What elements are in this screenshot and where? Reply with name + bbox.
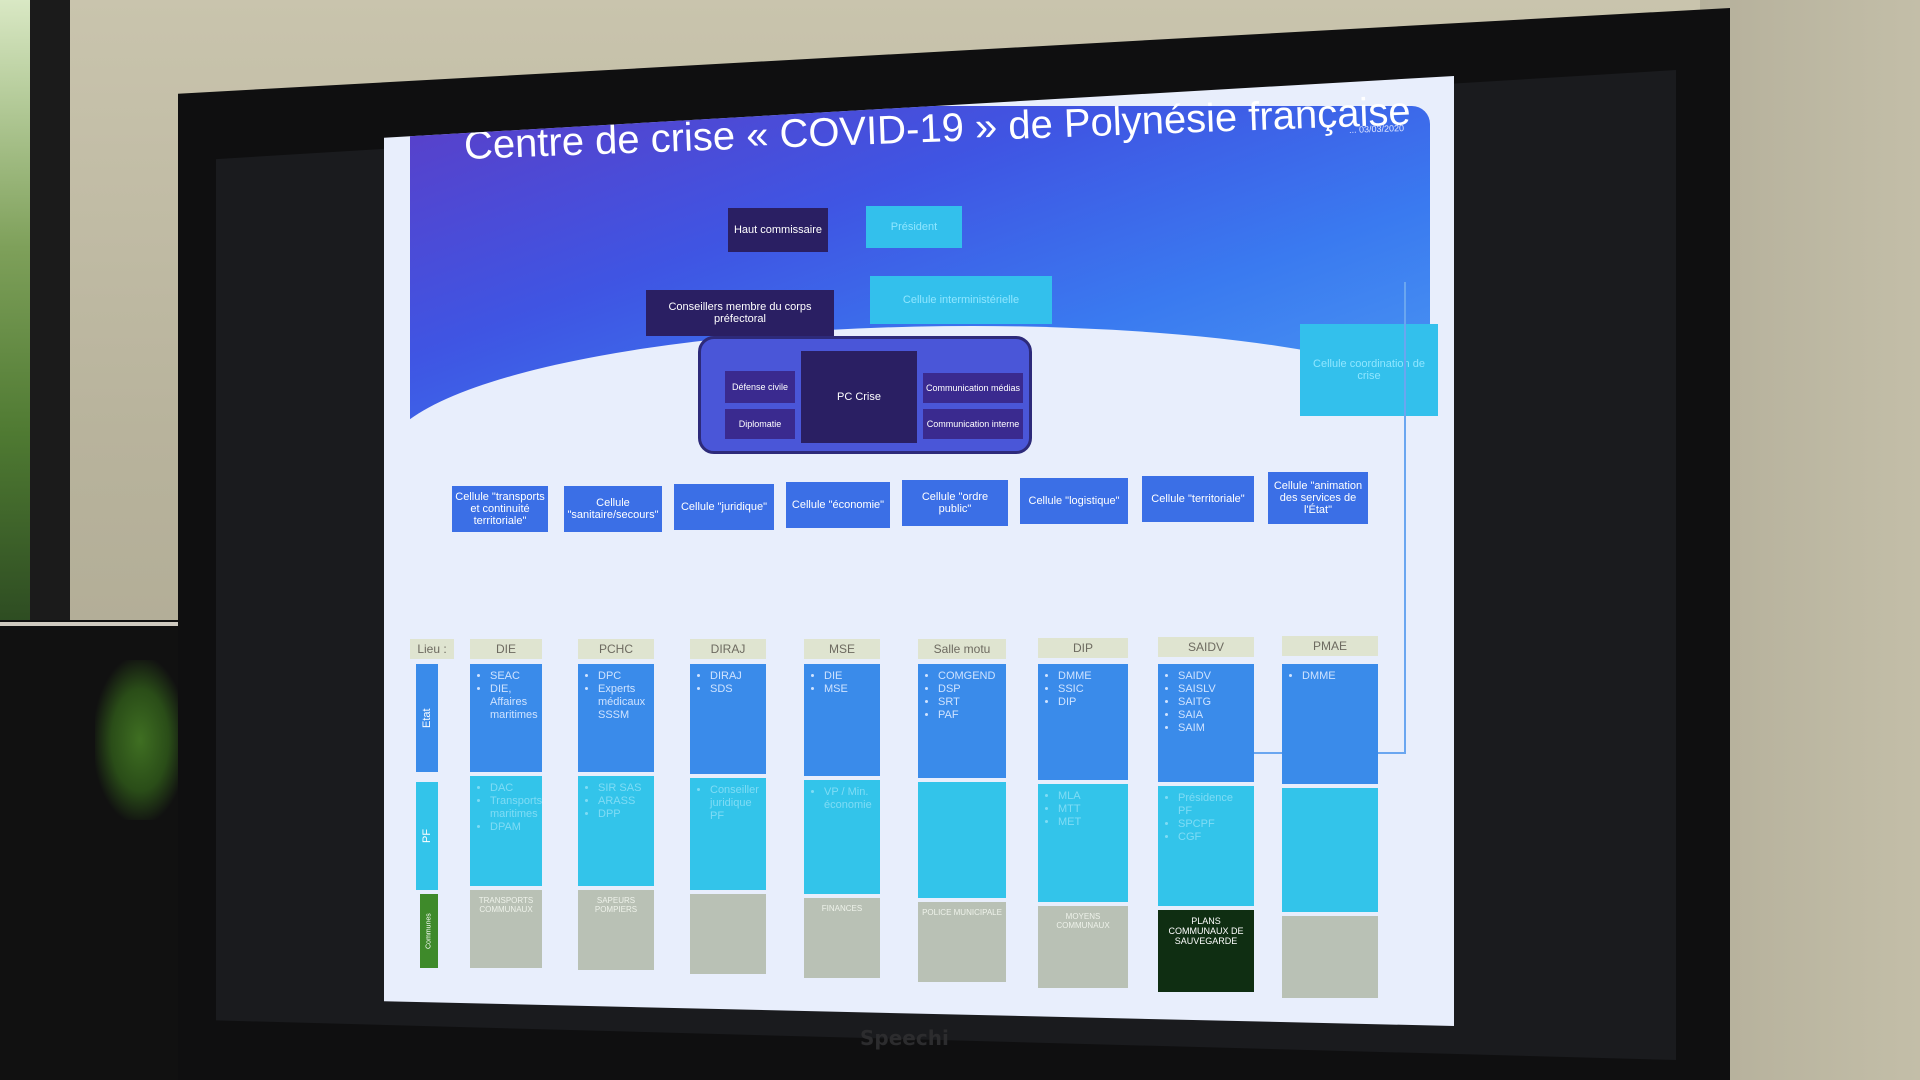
list-item: MET bbox=[1058, 816, 1124, 829]
list-item: SRT bbox=[938, 696, 1002, 709]
column-header: MSE bbox=[804, 639, 880, 659]
list-item: DIRAJ bbox=[710, 670, 762, 683]
list-item: SAIM bbox=[1178, 722, 1250, 735]
president-box: Président bbox=[866, 206, 962, 248]
column-header: DIRAJ bbox=[690, 639, 766, 659]
communes-cell-pmae bbox=[1282, 916, 1378, 998]
communes-cell-salle-motu: POLICE MUNICIPALE bbox=[918, 902, 1006, 982]
communes-cell-dip: MOYENS COMMUNAUX bbox=[1038, 906, 1128, 988]
column-header: DIE bbox=[470, 639, 542, 659]
presentation-slide: Centre de crise « COVID-19 » de Polynési… bbox=[384, 76, 1454, 1026]
etat-cell-pmae: DMME bbox=[1282, 664, 1378, 784]
list-item: DAC bbox=[490, 782, 538, 795]
monitor-brand: Speechi bbox=[860, 1026, 949, 1050]
column-header: PCHC bbox=[578, 639, 654, 659]
list-item: MLA bbox=[1058, 790, 1124, 803]
pf-cell-salle-motu bbox=[918, 782, 1006, 898]
communes-cell-saidv: PLANS COMMUNAUX DE SAUVEGARDE bbox=[1158, 910, 1254, 992]
list-item: SAITG bbox=[1178, 696, 1250, 709]
list-item: Experts médicaux SSSM bbox=[598, 683, 650, 722]
etat-cell-die: SEACDIE, Affaires maritimes bbox=[470, 664, 542, 772]
pc-crise-box: PC Crise bbox=[801, 351, 917, 443]
list-item: COMGEND bbox=[938, 670, 1002, 683]
cellule-sanitaire: Cellule "sanitaire/secours" bbox=[564, 486, 662, 532]
wall bbox=[1700, 0, 1920, 1080]
list-item: DIE, Affaires maritimes bbox=[490, 683, 538, 722]
cellule-transports: Cellule "transports et continuité territ… bbox=[452, 486, 548, 532]
list-item: PAF bbox=[938, 709, 1002, 722]
list-item: SEAC bbox=[490, 670, 538, 683]
etat-cell-mse: DIEMSE bbox=[804, 664, 880, 776]
list-item: SAISLV bbox=[1178, 683, 1250, 696]
cellule-economie: Cellule "économie" bbox=[786, 482, 890, 528]
list-item: SAIDV bbox=[1178, 670, 1250, 683]
list-item: DSP bbox=[938, 683, 1002, 696]
pf-cell-mse: VP / Min. économie bbox=[804, 780, 880, 894]
list-item: SAIA bbox=[1178, 709, 1250, 722]
diplomatie-box: Diplomatie bbox=[725, 409, 795, 439]
list-item: DIP bbox=[1058, 696, 1124, 709]
cellule-interministerielle-box: Cellule interministérielle bbox=[870, 276, 1052, 324]
list-item: SDS bbox=[710, 683, 762, 696]
cellule-logistique: Cellule "logistique" bbox=[1020, 478, 1128, 524]
slide-date: ... 03/03/2020 bbox=[1348, 123, 1405, 135]
column-header: Salle motu bbox=[918, 639, 1006, 659]
cellule-coordination-box: Cellule coordination de crise bbox=[1300, 324, 1438, 416]
window-glass bbox=[0, 0, 30, 620]
row-label-pf: PF bbox=[416, 782, 438, 890]
list-item: ARASS bbox=[598, 795, 650, 808]
row-label-communes: Communes bbox=[420, 894, 438, 968]
list-item: Transports maritimes bbox=[490, 795, 542, 821]
row-label-etat: Etat bbox=[416, 664, 438, 772]
column-header: PMAE bbox=[1282, 636, 1378, 656]
list-item: MTT bbox=[1058, 803, 1124, 816]
window-frame bbox=[0, 0, 70, 630]
communication-medias-box: Communication médias bbox=[923, 373, 1023, 403]
cellule-juridique: Cellule "juridique" bbox=[674, 484, 774, 530]
communes-cell-die: TRANSPORTS COMMUNAUX bbox=[470, 890, 542, 968]
communes-cell-diraj bbox=[690, 894, 766, 974]
lieu-label: Lieu : bbox=[410, 639, 454, 659]
list-item: MSE bbox=[824, 683, 876, 696]
cellule-animation: Cellule "animation des services de l'Éta… bbox=[1268, 472, 1368, 524]
list-item: SSIC bbox=[1058, 683, 1124, 696]
list-item: SIR SAS bbox=[598, 782, 650, 795]
list-item: DMME bbox=[1302, 670, 1374, 683]
etat-cell-diraj: DIRAJSDS bbox=[690, 664, 766, 774]
list-item: DPP bbox=[598, 808, 650, 821]
pc-crise-group: Défense civile Diplomatie PC Crise Commu… bbox=[698, 336, 1032, 454]
list-item: SPCPF bbox=[1178, 818, 1250, 831]
cellule-ordre-public: Cellule "ordre public" bbox=[902, 480, 1008, 526]
pf-cell-pchc: SIR SASARASSDPP bbox=[578, 776, 654, 886]
list-item: DIE bbox=[824, 670, 876, 683]
etat-cell-dip: DMMESSICDIP bbox=[1038, 664, 1128, 780]
pf-cell-saidv: Présidence PFSPCPFCGF bbox=[1158, 786, 1254, 906]
pf-cell-die: DACTransports maritimesDPAM bbox=[470, 776, 542, 886]
list-item: Présidence PF bbox=[1178, 792, 1250, 818]
plant bbox=[95, 660, 185, 820]
list-item: CGF bbox=[1178, 831, 1250, 844]
list-item: DPC bbox=[598, 670, 650, 683]
list-item: Conseiller juridique PF bbox=[710, 784, 762, 823]
column-header: SAIDV bbox=[1158, 637, 1254, 657]
communes-cell-mse: FINANCES bbox=[804, 898, 880, 978]
pf-cell-pmae bbox=[1282, 788, 1378, 912]
list-item: DPAM bbox=[490, 821, 538, 834]
column-header: DIP bbox=[1038, 638, 1128, 658]
pf-cell-diraj: Conseiller juridique PF bbox=[690, 778, 766, 890]
cellule-territoriale: Cellule "territoriale" bbox=[1142, 476, 1254, 522]
conseillers-box: Conseillers membre du corps préfectoral bbox=[646, 290, 834, 336]
list-item: DMME bbox=[1058, 670, 1124, 683]
etat-cell-salle-motu: COMGENDDSPSRTPAF bbox=[918, 664, 1006, 778]
pf-cell-dip: MLAMTTMET bbox=[1038, 784, 1128, 902]
list-item: VP / Min. économie bbox=[824, 786, 876, 812]
defense-civile-box: Défense civile bbox=[725, 371, 795, 403]
communication-interne-box: Communication interne bbox=[923, 409, 1023, 439]
etat-cell-saidv: SAIDVSAISLVSAITGSAIASAIM bbox=[1158, 664, 1254, 782]
communes-cell-pchc: SAPEURS POMPIERS bbox=[578, 890, 654, 970]
shelf-edge bbox=[0, 622, 190, 626]
etat-cell-pchc: DPCExperts médicaux SSSM bbox=[578, 664, 654, 772]
haut-commissaire-box: Haut commissaire bbox=[728, 208, 828, 252]
